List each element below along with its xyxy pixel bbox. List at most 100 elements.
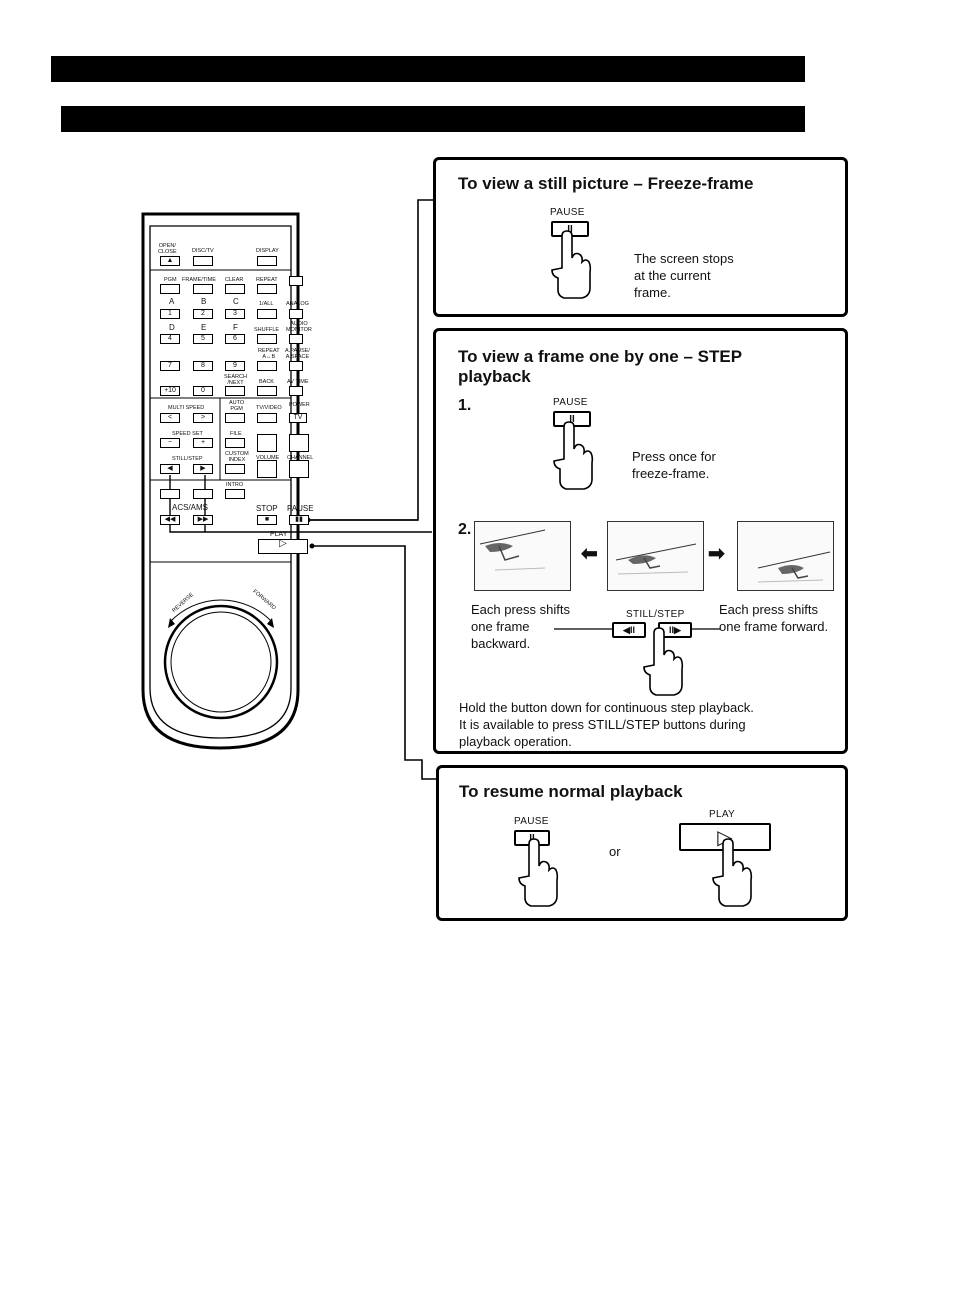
remote-letter-e: E [201,323,207,332]
remote-digit-6[interactable]: 6 [225,334,245,344]
remote-display-button[interactable] [257,256,277,266]
remote-intro-button[interactable] [225,489,245,499]
step1-desc-line-2: freeze-frame. [632,466,710,481]
remote-power-label: POWER [289,402,310,408]
step2-hand-icon [643,627,684,696]
remote-1-all-label: 1/ALL [259,301,274,307]
remote-display-mode-button[interactable] [289,276,303,286]
remote-analog-label: ANALOG [286,301,309,307]
remote-stop-button[interactable]: ■ [257,515,277,525]
remote-search-next-button[interactable] [225,386,245,396]
step-note-line-1: Hold the button down for continuous step… [459,700,754,715]
frame-current-image [607,521,704,591]
remote-apause-aspace-label: A.PAUSE/ A.SPACE [285,348,310,360]
remote-auto-pgm-button[interactable] [225,413,245,423]
resume-or-text: or [609,844,621,859]
remote-ams-back-button[interactable]: ◀◀ [160,515,180,525]
remote-display-label: DISPLAY [256,248,279,254]
remote-repeat-button[interactable] [257,284,277,294]
remote-still-step-forward-button[interactable]: ▶ [193,464,213,474]
remote-digit-1[interactable]: 1 [160,309,180,319]
remote-channel-plus-button[interactable] [289,434,309,452]
remote-speed-plus-button[interactable]: + [193,438,213,448]
remote-digit-0[interactable]: 0 [193,386,213,396]
frame-backward-image [474,521,571,591]
remote-disc-tv-label: DISC/TV [192,248,214,254]
remote-digit-9[interactable]: 9 [225,361,245,371]
remote-repeat-label: REPEAT [256,277,278,283]
remote-jog-dial[interactable] [171,612,271,712]
remote-digit-5[interactable]: 5 [193,334,213,344]
step-title-line-1: To view a frame one by one – STEP [458,347,743,366]
remote-letter-f: F [233,323,238,332]
resume-play-hand-icon [712,838,753,907]
remote-analog-button[interactable] [289,309,303,319]
remote-digit-3[interactable]: 3 [225,309,245,319]
step-note-line-3: playback operation. [459,734,572,749]
step1-hand-icon [553,421,594,490]
remote-av-time-label: AV TIME [287,379,309,385]
remote-acs-ams-label: ACS/AMS [172,503,209,512]
remote-apause-aspace-button[interactable] [289,361,303,371]
remote-digit-2[interactable]: 2 [193,309,213,319]
remote-digit-8[interactable]: 8 [193,361,213,371]
resume-title: To resume normal playback [459,782,683,801]
step-title-line-2: playback [458,367,531,386]
remote-speed-down-button[interactable]: < [160,413,180,423]
remote-shuffle-button[interactable] [257,334,277,344]
remote-file-label: FILE [230,431,242,437]
remote-channel-minus-button[interactable] [289,460,309,478]
remote-repeat-ab-label: REPEAT A↔B [258,348,280,360]
frame-forward-image [737,521,834,591]
remote-tv-power-button[interactable]: TV [289,413,307,423]
remote-open-close-button[interactable]: ▲ [160,256,180,266]
header-bar-second [61,106,805,132]
remote-digit-4[interactable]: 4 [160,334,180,344]
remote-tv-video-button[interactable] [257,413,277,423]
remote-ams-forward-button[interactable]: ▶▶ [193,515,213,525]
remote-av-time-button[interactable] [289,386,303,396]
remote-plus10-button[interactable]: +10 [160,386,180,396]
remote-pgm-label: PGM [164,277,177,283]
header-bar-top [51,56,805,82]
remote-play-button[interactable]: ▷ [258,539,308,554]
forward-line-2: one frame forward. [719,619,829,634]
freeze-frame-panel: To view a still picture – Freeze-frame P… [433,157,848,317]
remote-auto-pgm-label: AUTO PGM [229,400,245,412]
still-step-back-button[interactable]: ◀II [612,622,646,638]
remote-pause-label: PAUSE [287,504,314,513]
step-note-line-2: It is available to press STILL/STEP butt… [459,717,746,732]
step-playback-panel: To view a frame one by one – STEP playba… [433,328,848,754]
remote-clear-button[interactable] [225,284,245,294]
remote-speed-up-button[interactable]: > [193,413,213,423]
remote-back-label: BACK [259,379,274,385]
remote-multi-speed-label: MULTI SPEED [168,405,205,411]
remote-scan-forward-button[interactable] [193,489,213,499]
remote-frame-time-label: FRAME/TIME [182,277,216,283]
remote-audio-monitor-button[interactable] [289,334,303,344]
freeze-desc-line-3: frame. [634,285,671,300]
remote-volume-minus-button[interactable] [257,460,277,478]
remote-frame-time-button[interactable] [193,284,213,294]
remote-scan-back-button[interactable] [160,489,180,499]
freeze-hand-icon [551,230,592,299]
remote-pause-button[interactable]: ▮▮ [289,515,309,525]
freeze-desc-line-2: at the current [634,268,711,283]
freeze-pause-label: PAUSE [550,207,585,218]
remote-repeat-ab-button[interactable] [257,361,277,371]
remote-back-button[interactable] [257,386,277,396]
remote-speed-minus-button[interactable]: − [160,438,180,448]
remote-volume-plus-button[interactable] [257,434,277,452]
remote-channel-label: CHANNEL [287,455,314,461]
remote-1-all-button[interactable] [257,309,277,319]
remote-digit-7[interactable]: 7 [160,361,180,371]
remote-still-step-back-button[interactable]: ◀ [160,464,180,474]
remote-pgm-button[interactable] [160,284,180,294]
remote-disc-tv-button[interactable] [193,256,213,266]
remote-clear-label: CLEAR [225,277,244,283]
remote-file-button[interactable] [225,438,245,448]
step-1-number: 1. [458,397,472,414]
remote-letter-c: C [233,297,239,306]
remote-custom-index-button[interactable] [225,464,245,474]
